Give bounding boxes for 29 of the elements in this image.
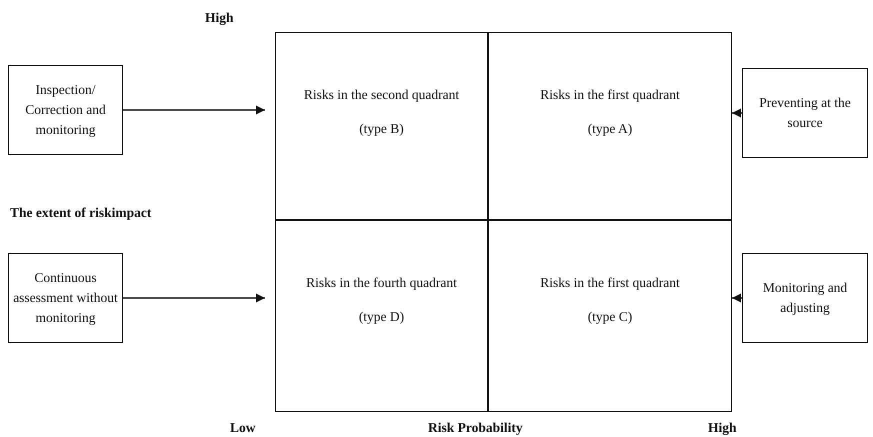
quadrant-box [488,32,732,220]
node-text: Continuous assessment without monitoring [13,268,118,328]
axis-label: High [708,420,737,436]
strategy-box [742,253,868,343]
quadrant-box [275,220,488,412]
axis-label: High [205,10,234,26]
node-text: Risks in the first quadrant [540,274,680,292]
node-text: Risks in the fourth quadrant [306,274,457,292]
strategy-box [8,65,123,155]
type-label: (type C) [588,308,632,326]
axis-title: The extent of riskimpact [10,205,152,221]
node-text: Risks in the second quadrant [304,86,460,104]
arrow [732,294,742,302]
strategy-box [8,253,123,343]
node-text: Preventing at the source [758,94,852,132]
axis-title: Risk Probability [428,420,523,436]
type-label: (type D) [358,308,404,326]
node-text: Inspection/ Correction and monitoring [24,80,107,140]
quadrant-box [275,32,488,220]
node-text: Risks in the first quadrant [540,86,680,104]
node-text: Monitoring and adjusting [762,278,848,317]
axis-label: Low [230,420,256,436]
arrow [123,106,265,114]
quadrant-box [488,220,732,412]
strategy-box [742,68,868,158]
type-label: (type A) [588,120,632,138]
type-label: (type B) [359,120,404,138]
arrow [732,108,742,118]
arrow [123,294,265,302]
